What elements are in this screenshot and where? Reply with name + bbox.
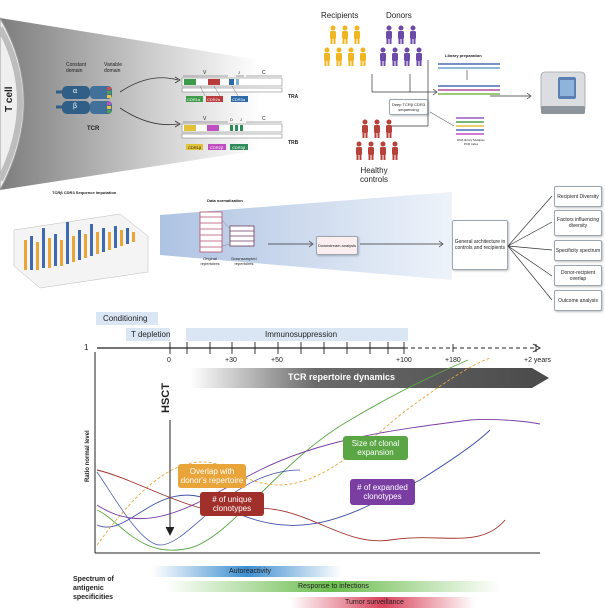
alpha-label: α [73, 88, 78, 95]
outcome-label-3: Donor-recipient overlap [560, 269, 596, 282]
unique-clonotypes-box: # of unique clonotypes [200, 492, 264, 516]
outcome-box-3: Donor-recipient overlap [554, 265, 602, 286]
outcome-label-2: Specificity spectrum [555, 247, 601, 254]
size-clonal-expansion-label: Size of clonal expansion [351, 439, 400, 457]
response-infections-label: Response to infections [298, 583, 369, 590]
normalization-stacks [199, 211, 255, 253]
expanded-clonotypes-box: # of expanded clonotypes [350, 479, 415, 505]
controls-people [356, 119, 398, 160]
cdr2a-label: CDR2α [207, 97, 221, 102]
tra-label: TRA [288, 94, 299, 100]
outcome-box-2: Specificity spectrum [554, 240, 602, 261]
outcome-box-1: Factors influencing diversity [554, 210, 602, 236]
recipients-label: Recipients [321, 11, 359, 20]
variable-domain-label: Variable domain [104, 62, 122, 74]
outcome-box-0: Recipient Diversity [554, 186, 602, 207]
cdr3b-label: CDR3β [232, 145, 246, 150]
cdr2b-label: CDR2β [210, 145, 224, 150]
deep-seq-label: Deep TCRβ CDR3 sequencing [391, 102, 426, 112]
outcome-label-4: Outcome analysis [558, 297, 598, 304]
overlap-donor-box: Overlap with donor's repertoire [178, 464, 246, 488]
tick-30: +30 [225, 357, 237, 364]
tcell-label: T cell [4, 86, 15, 112]
donors-label: Donors [386, 11, 412, 20]
t-depletion-label: T depletion [131, 330, 171, 339]
cdr3a-label: CDR3α [232, 97, 246, 102]
tick-180: +180 [445, 357, 461, 364]
autoreactivity-label: Autoreactivity [229, 568, 272, 575]
constant-domain-label: Constant domain [66, 62, 87, 74]
downstream-analysis-label: Downstream analysis [317, 243, 356, 248]
outcome-label-0: Recipient Diversity [557, 193, 599, 200]
axis-one-label: 1 [84, 343, 89, 352]
general-architecture-label: General architecture in controls and rec… [454, 239, 506, 251]
tumor-surveillance-label: Tumor surveillance [345, 599, 404, 606]
trb-d-label: D [230, 117, 233, 122]
general-architecture-box: General architecture in controls and rec… [452, 220, 508, 270]
conditioning-label: Conditioning [103, 314, 148, 323]
original-repertoires-label: Original repertoires [200, 256, 220, 266]
donors-people [380, 25, 422, 66]
healthy-controls-label: Healthy controls [360, 166, 389, 184]
trb-j-label: J [240, 117, 242, 122]
tick-2-years: +2 years [524, 357, 552, 364]
downsampled-repertoires-label: Downsampled repertoires [231, 256, 257, 266]
spectrum-label: Spectrum of antigenic specificities [73, 576, 114, 601]
data-normalization-label: Data normalization [207, 198, 243, 203]
tick-50: +50 [271, 357, 283, 364]
imputation-title: TCRβ CDR3 Sequence imputation [52, 190, 117, 195]
trb-v-label: V [203, 116, 207, 122]
tra-j-label: J [238, 70, 240, 75]
deep-seq-box: Deep TCRβ CDR3 sequencing [389, 99, 428, 115]
downstream-analysis-box: Downstream analysis [316, 236, 358, 255]
expanded-clonotypes-label: # of expanded clonotypes [357, 483, 408, 501]
immunosuppression-label: Immunosuppression [265, 330, 338, 339]
size-clonal-expansion-box: Size of clonal expansion [343, 436, 408, 460]
outcome-label-1: Factors influencing diversity [557, 217, 599, 229]
overlap-donor-label: Overlap with donor's repertoire [180, 467, 244, 485]
trb-label: TRB [288, 140, 299, 146]
outcome-box-4: Outcome analysis [554, 290, 602, 311]
tick-100: +100 [396, 357, 412, 364]
tra-v-label: V [203, 70, 207, 76]
unique-clonotypes-label: # of unique clonotypes [212, 495, 252, 513]
cdr1b-label: CDR1β [188, 145, 202, 150]
tcr-label: TCR [87, 126, 100, 132]
multiplex-label: DNA library Multiplex PCR Index [457, 138, 485, 146]
imputation-bars [20, 218, 144, 284]
trb-c-label: C [262, 116, 266, 122]
library-prep-label: Library preparation [445, 53, 482, 58]
cdr1a-label: CDR1α [187, 97, 201, 102]
hsct-label: HSCT [160, 383, 172, 413]
tcr-dynamics-label: TCR repertoire dynamics [288, 372, 396, 382]
beta-label: β [73, 103, 78, 110]
tra-c-label: C [262, 70, 266, 76]
y-axis-label: Ratio normal level [85, 430, 91, 482]
tick-0: 0 [167, 357, 171, 364]
recipients-people [324, 25, 366, 66]
